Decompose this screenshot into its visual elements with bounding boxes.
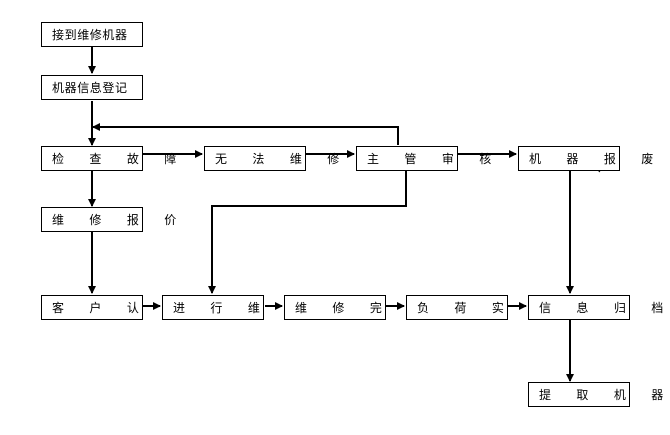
node-supervisor: 主 管 审 核 [356, 146, 491, 171]
node-archive: 信 息 归 档 [528, 295, 663, 320]
node-register: 机器信息登记 [41, 75, 143, 100]
node-quote: 维 修 报 价 [41, 207, 176, 232]
node-inspect: 检 查 故 障 [41, 146, 176, 171]
node-complete: 维 修 完 成 [284, 295, 419, 320]
node-scrap: 机 器 报 废 [518, 146, 653, 171]
arrow-supervisor-repair [208, 171, 407, 294]
node-repair: 进 行 维 修 [162, 295, 297, 320]
node-pickup: 提 取 机 器 [528, 382, 663, 407]
arrow-supervisor-back-to-inspect [92, 123, 399, 145]
node-approve: 客 户 认 可 [41, 295, 176, 320]
node-loadtest: 负 荷 实 验 [406, 295, 541, 320]
node-receive: 接到维修机器 [41, 22, 143, 47]
node-unrepairable: 无 法 维 修 [204, 146, 339, 171]
